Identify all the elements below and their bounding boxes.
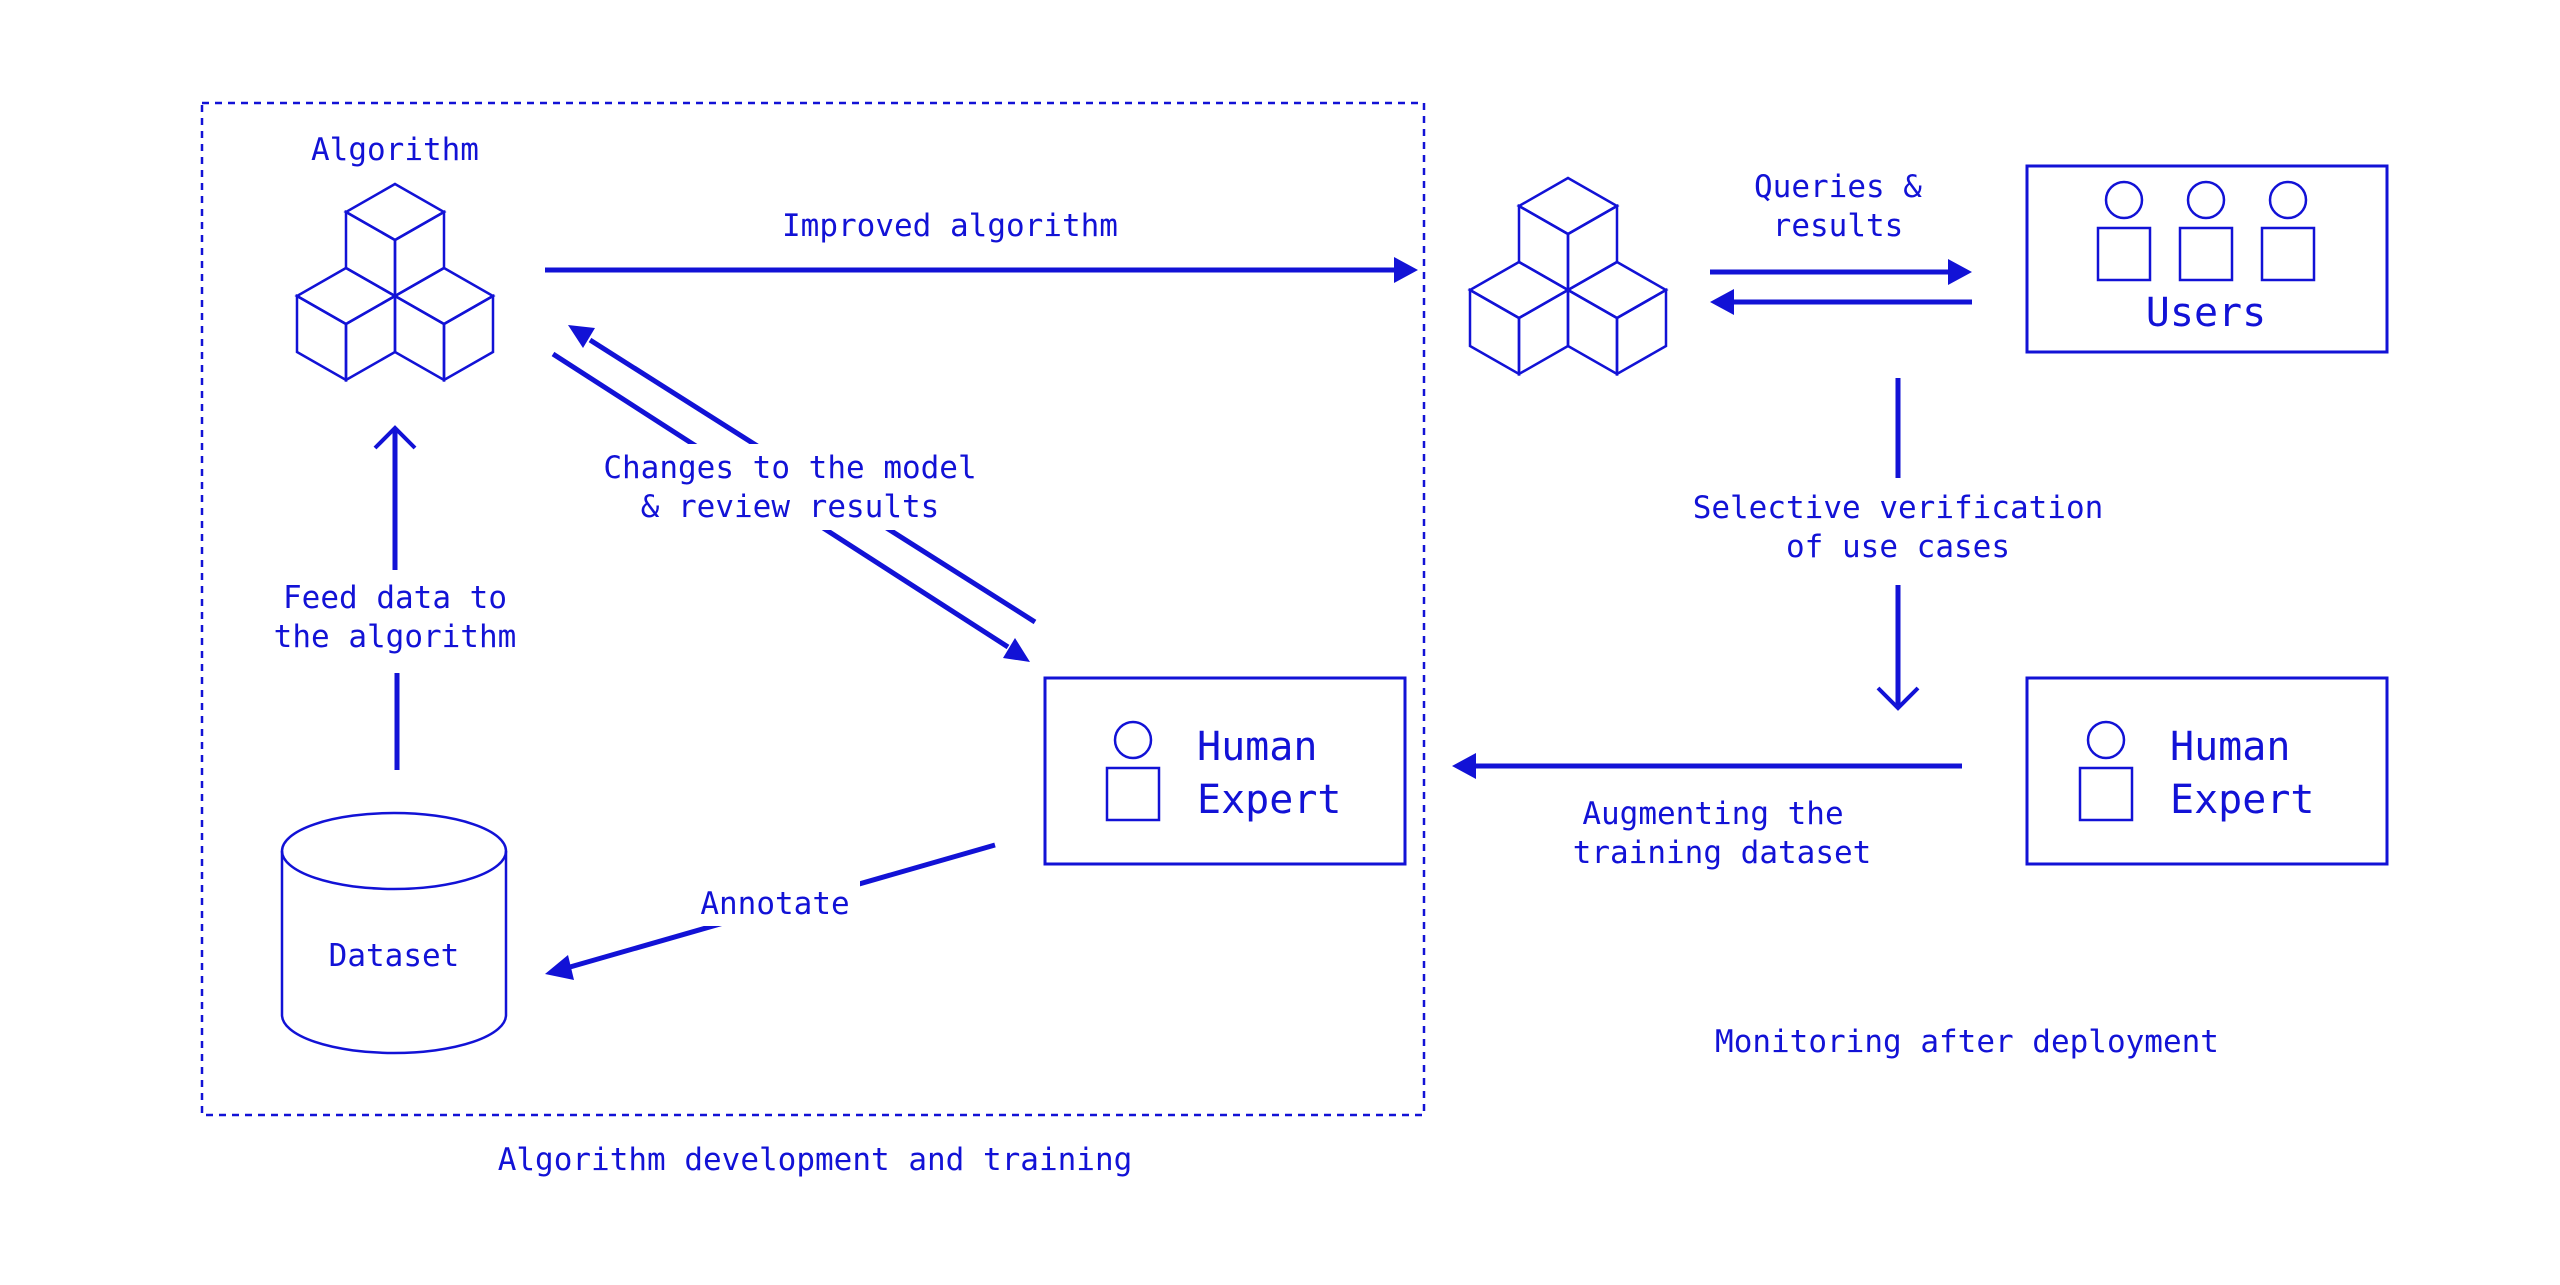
dataset-label: Dataset (329, 938, 460, 974)
results-arrow (1710, 289, 1972, 315)
development-section-frame (200, 101, 1426, 1117)
deployed-algorithm-cubes-icon (1468, 176, 1668, 376)
algorithm-label: Algorithm (311, 132, 479, 168)
annotate-label: Annotate (700, 886, 849, 922)
development-section-caption: Algorithm development and training (498, 1142, 1133, 1178)
improved-algorithm-arrow (545, 257, 1418, 283)
augmenting-line2: training dataset (1573, 835, 1872, 871)
selective-verification-line2: of use cases (1786, 529, 2010, 565)
algorithm-cubes-icon (295, 182, 495, 382)
improved-algorithm-label: Improved algorithm (782, 208, 1118, 244)
expert-left-line2: Expert (1197, 777, 1342, 823)
dataset-database-icon (280, 811, 508, 1055)
selective-verification-arrow (1876, 378, 1920, 711)
monitoring-section-caption: Monitoring after deployment (1715, 1024, 2219, 1060)
user-person-icon (2260, 180, 2316, 282)
user-person-icon (2178, 180, 2234, 282)
augmenting-arrow (1452, 753, 1962, 779)
feed-data-label-line2: the algorithm (274, 619, 517, 655)
queries-results-label-line1: Queries & (1754, 169, 1922, 205)
queries-results-label-line2: results (1773, 208, 1904, 244)
users-box: Users (2025, 164, 2389, 354)
expert-right-line2: Expert (2170, 777, 2315, 823)
expert-person-icon (2078, 720, 2134, 822)
queries-arrow (1710, 259, 1972, 285)
user-person-icon (2096, 180, 2152, 282)
changes-review-label-line2: & review results (641, 489, 940, 525)
human-expert-right-box: Human Expert (2025, 676, 2389, 866)
changes-review-label-line1: Changes to the model (603, 450, 976, 486)
feed-data-arrow (373, 425, 417, 770)
expert-left-line1: Human (1197, 724, 1317, 770)
human-expert-left-box: Human Expert (1043, 676, 1407, 866)
augmenting-line1: Augmenting the (1582, 796, 1843, 832)
expert-right-line1: Human (2170, 724, 2290, 770)
users-label: Users (2146, 290, 2266, 336)
expert-person-icon (1105, 720, 1161, 822)
selective-verification-line1: Selective verification (1693, 490, 2104, 526)
feed-data-label-line1: Feed data to (283, 580, 507, 616)
